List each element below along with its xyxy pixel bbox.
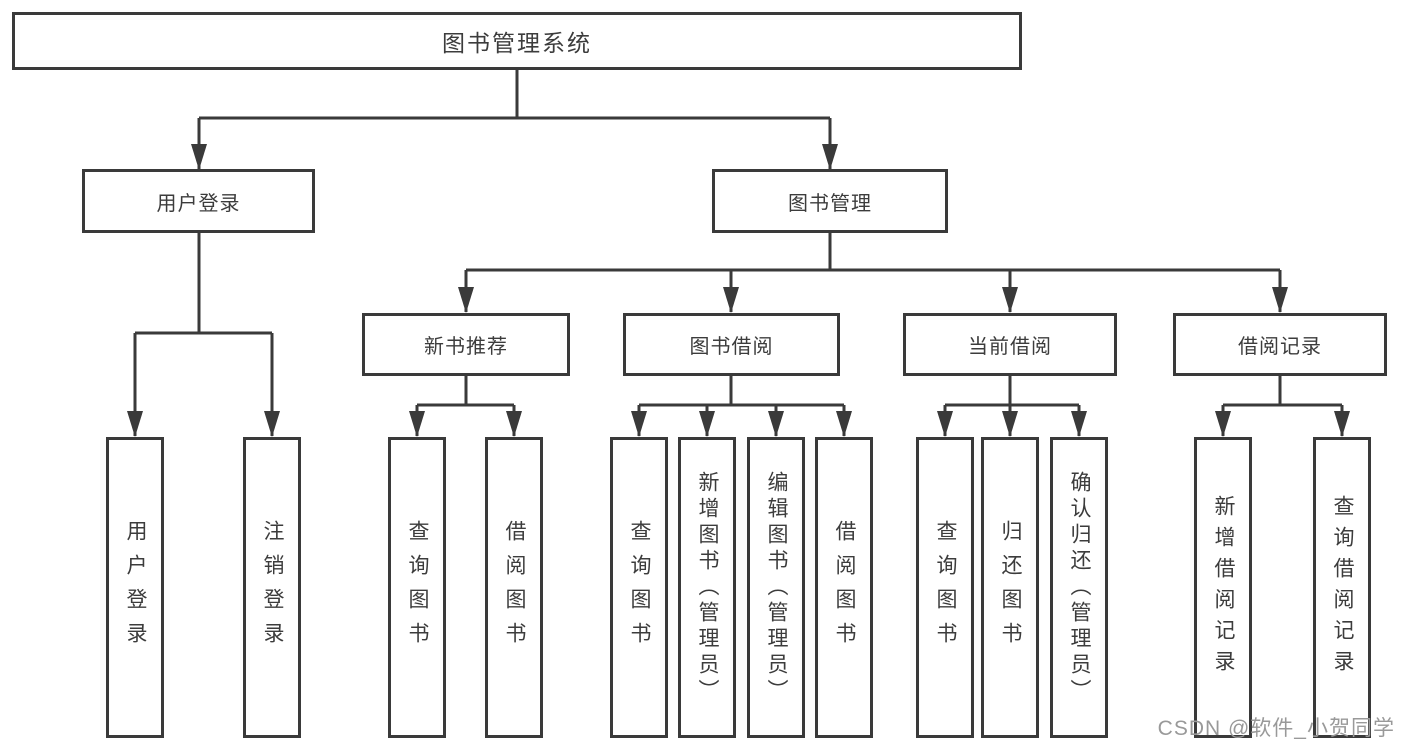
leaf-borrow-book: 借阅图书 [815, 437, 873, 738]
node-library-management-system: 图书管理系统 [12, 12, 1022, 70]
leaf-query-borrow-record: 查询借阅记录 [1313, 437, 1371, 738]
node-book-management: 图书管理 [712, 169, 948, 233]
leaf-add-book-admin: 新增图书（管理员） [678, 437, 736, 738]
connector-trunks [135, 68, 1342, 407]
leaf-query-book-current: 查询图书 [916, 437, 974, 738]
leaf-logout: 注销登录 [243, 437, 301, 738]
node-borrow-records: 借阅记录 [1173, 313, 1387, 376]
leaf-query-book-borrow: 查询图书 [610, 437, 668, 738]
leaf-add-borrow-record: 新增借阅记录 [1194, 437, 1252, 738]
node-new-book-recommend: 新书推荐 [362, 313, 570, 376]
leaf-query-book-recommend: 查询图书 [388, 437, 446, 738]
leaf-user-login: 用户登录 [106, 437, 164, 738]
csdn-watermark: CSDN @软件_小贺同学 [1157, 717, 1395, 740]
node-user-login: 用户登录 [82, 169, 315, 233]
node-book-borrow: 图书借阅 [623, 313, 840, 376]
leaf-return-book: 归还图书 [981, 437, 1039, 738]
leaf-confirm-return-admin: 确认归还（管理员） [1050, 437, 1108, 738]
leaf-edit-book-admin: 编辑图书（管理员） [747, 437, 805, 738]
leaf-borrow-book-recommend: 借阅图书 [485, 437, 543, 738]
node-current-borrow: 当前借阅 [903, 313, 1117, 376]
